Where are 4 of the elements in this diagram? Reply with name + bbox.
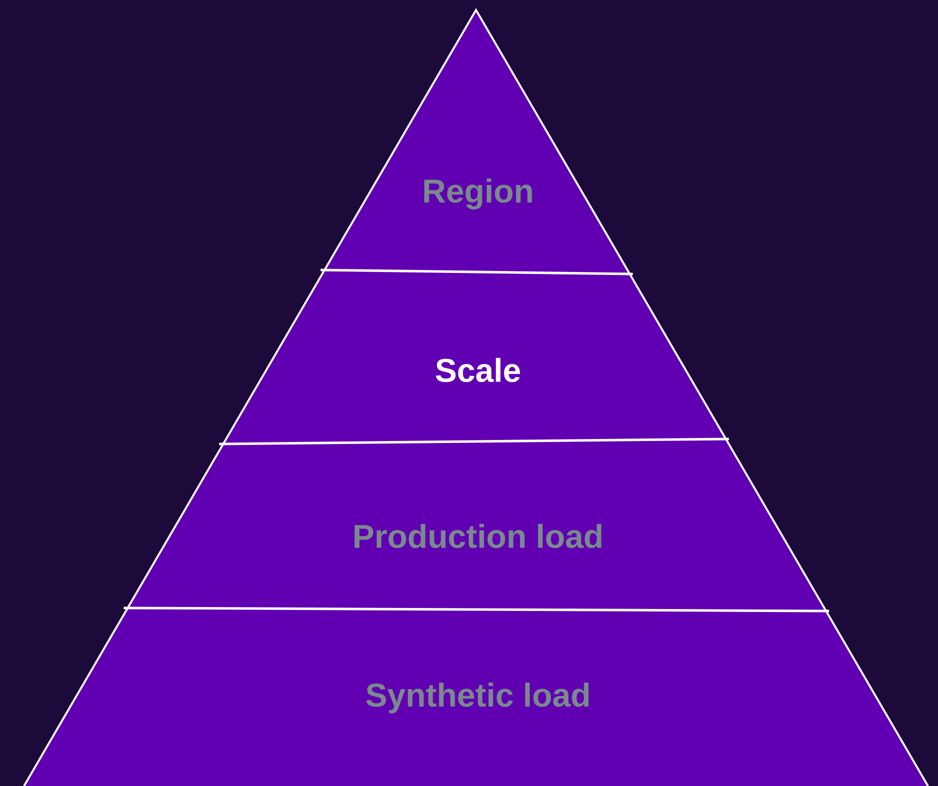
pyramid-band: Region xyxy=(324,10,630,274)
pyramid-band: Production load xyxy=(128,439,826,611)
pyramid-band: Synthetic load xyxy=(24,608,928,786)
pyramid-band: Scale xyxy=(223,270,726,444)
